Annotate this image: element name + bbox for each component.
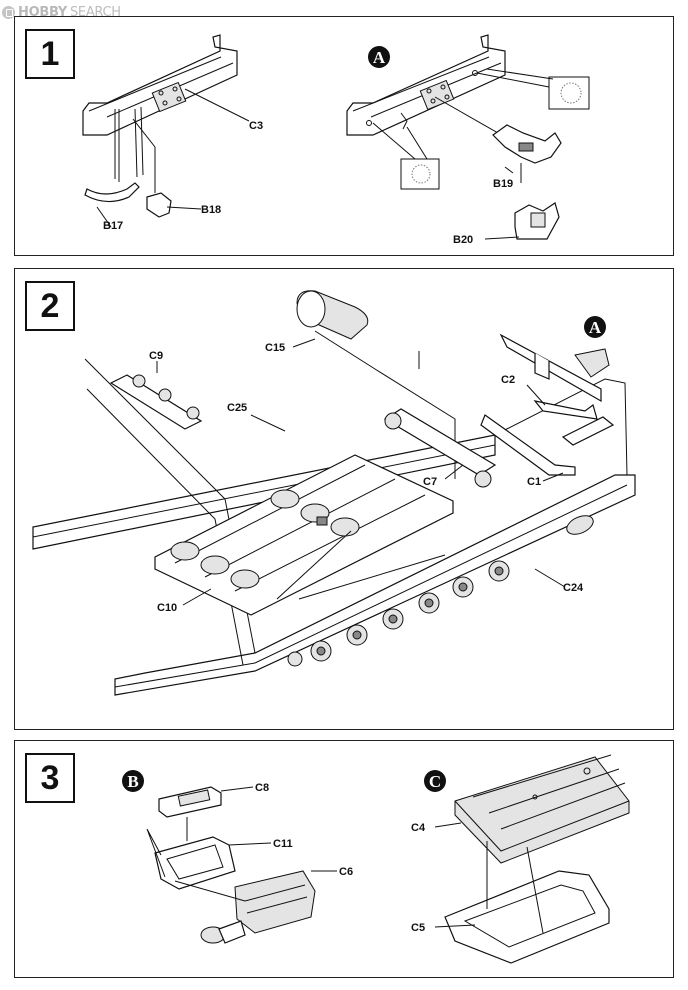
subassembly-c-marker — [424, 770, 446, 792]
part-c11-drawing — [154, 836, 236, 890]
subassembly-a-marker — [368, 46, 390, 68]
frame-rail-left — [82, 34, 238, 136]
watermark-search: SEARCH — [69, 4, 121, 20]
step-3-number: 3 — [25, 753, 75, 803]
subassembly-a-bracket — [499, 333, 610, 403]
part-b17-drawing — [84, 106, 144, 203]
watermark-logo-icon — [2, 5, 15, 19]
part-c10-drawing — [154, 454, 454, 616]
part-c4-drawing — [454, 754, 630, 864]
subassembly-b-marker — [122, 770, 144, 792]
step-1-leader-lines — [96, 88, 250, 228]
label-c7: C7 — [423, 476, 437, 488]
subassembly-c-letter: C — [429, 772, 441, 791]
suspension-hubs — [287, 560, 510, 667]
step-2-subassembly-a-letter: A — [589, 318, 602, 337]
step-2-arrows — [276, 351, 446, 600]
part-b20-drawing — [514, 202, 560, 240]
step-1-number: 1 — [25, 29, 75, 79]
subassembly-b-letter: B — [127, 772, 138, 791]
step-1-diagram: C3 B17 B18 A — [82, 34, 590, 246]
part-c5-drawing — [444, 870, 610, 964]
label-b17: B17 — [103, 220, 123, 232]
step-3-diagram: B C8 C11 C6 C — [122, 754, 630, 964]
step-3-right-arrows — [486, 841, 544, 934]
detail-callout-right — [476, 68, 590, 110]
label-c2: C2 — [501, 374, 515, 386]
hobbysearch-watermark: HOBBY SEARCH — [2, 2, 121, 22]
label-c8: C8 — [255, 782, 269, 794]
step-3-panel: 3 B C8 C11 C6 — [14, 740, 674, 978]
label-b19: B19 — [493, 178, 513, 190]
part-c1-drawing — [480, 414, 576, 476]
subassembly-a-letter: A — [373, 48, 386, 67]
part-b19-drawing — [434, 96, 562, 183]
part-c6-drawing — [200, 870, 316, 944]
step-2-number: 2 — [25, 281, 75, 331]
part-c2-drawing — [533, 400, 615, 446]
step-2-panel: 2 — [14, 268, 674, 730]
step-3-left-leaders — [220, 786, 337, 872]
part-c9-drawing — [109, 374, 203, 430]
part-b18-drawing — [132, 118, 172, 218]
label-c15: C15 — [265, 342, 285, 354]
label-b20: B20 — [453, 234, 473, 246]
step-3-left-arrows — [146, 817, 246, 902]
watermark-brand: HOBBY — [18, 4, 67, 20]
label-c10: C10 — [157, 602, 177, 614]
label-c6: C6 — [339, 866, 353, 878]
label-c4: C4 — [411, 822, 426, 834]
step-2-subassembly-a-marker — [584, 316, 606, 338]
label-c25: C25 — [227, 402, 247, 414]
detail-callout-left — [372, 122, 440, 190]
part-c8-drawing — [158, 786, 222, 818]
label-c5: C5 — [411, 922, 425, 934]
label-c11: C11 — [273, 838, 293, 850]
label-c9: C9 — [149, 350, 163, 362]
step-3-right-leaders — [434, 822, 476, 928]
step-2-leader-lines — [156, 338, 566, 606]
part-c7-drawing — [383, 408, 497, 488]
b20-leader — [484, 236, 520, 240]
b19-leader — [504, 166, 514, 174]
label-c1: C1 — [527, 476, 541, 488]
step-2-diagram: A C15 C9 C25 C2 C7 C1 C24 C10 — [32, 290, 636, 696]
frame-rail-right — [346, 34, 506, 136]
label-c24: C24 — [563, 582, 584, 594]
step-1-panel: 1 C3 B17 B18 A — [14, 16, 674, 256]
label-c3: C3 — [249, 120, 263, 132]
label-b18: B18 — [201, 204, 221, 216]
